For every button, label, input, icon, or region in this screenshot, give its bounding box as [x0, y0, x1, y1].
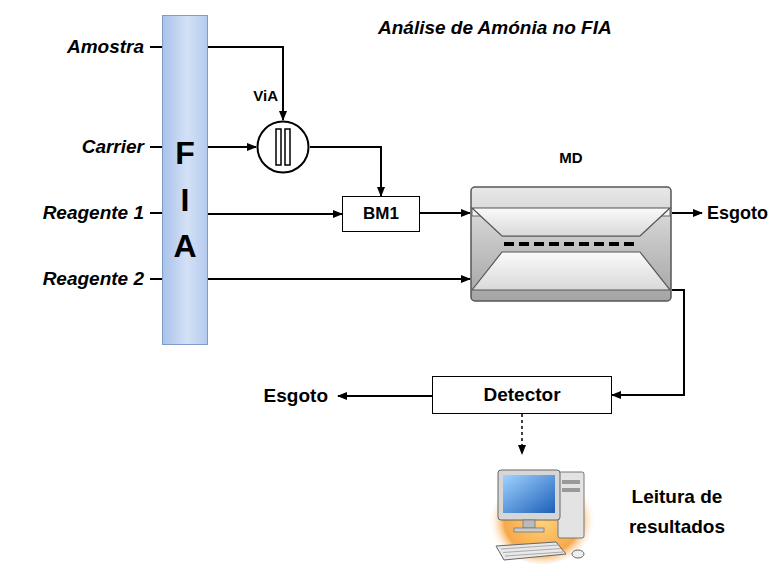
input-label: Reagente 2: [41, 267, 146, 291]
membrane-diffuser: MD: [470, 146, 672, 302]
mixing-box: BM1: [342, 196, 420, 232]
drain-arrow: [672, 212, 702, 214]
box-label: BM1: [363, 204, 399, 224]
injection-valve: ViA: [256, 86, 310, 174]
detector-box: Detector: [432, 376, 612, 414]
computer-readout: Leitura de resultados: [486, 452, 748, 570]
fia-unit: F I A: [162, 15, 208, 345]
valve-label: ViA: [251, 86, 280, 106]
diffuser-symbol: [470, 186, 672, 302]
flow-line: [208, 47, 283, 120]
flow-line: [612, 290, 684, 395]
input-stub: [150, 146, 162, 148]
drain-label: Esgoto: [262, 384, 330, 408]
diagram-title: Análise de Amónia no FIA: [376, 16, 614, 40]
flow-line: [208, 146, 256, 148]
readout-label: Leitura de resultados: [610, 482, 744, 542]
flow-line: [208, 278, 470, 280]
flow-line: [310, 147, 381, 196]
input-stub: [150, 212, 162, 214]
valve-symbol: [256, 120, 310, 174]
input-stub: [150, 46, 162, 48]
box-label: Detector: [483, 384, 560, 407]
input-stub: [150, 278, 162, 280]
drain-arrow: [338, 395, 432, 397]
data-link: [521, 414, 523, 454]
diffuser-label: MD: [470, 148, 672, 168]
unit-name: F I A: [169, 130, 201, 269]
computer-icon: [486, 456, 598, 568]
input-label: Carrier: [80, 135, 146, 159]
flow-line: [208, 213, 342, 215]
flow-line: [420, 212, 470, 214]
drain-label: Esgoto: [705, 201, 770, 225]
input-label: Reagente 1: [41, 201, 146, 225]
input-label: Amostra: [65, 35, 146, 59]
